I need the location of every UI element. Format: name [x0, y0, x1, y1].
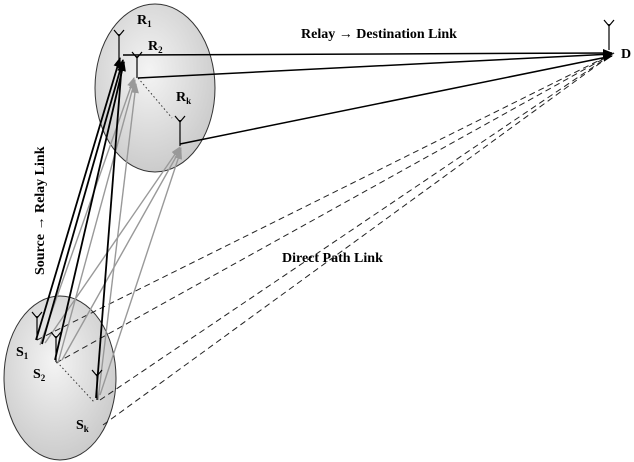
relay-label-r2: R2 — [148, 39, 163, 55]
black-source-links — [35, 57, 126, 399]
gray-link — [61, 147, 182, 361]
antenna-icon — [50, 331, 62, 362]
gray-link — [57, 79, 137, 364]
relay-label-rk: Rk — [176, 90, 191, 106]
antenna-icon — [31, 311, 43, 340]
antennas — [31, 19, 615, 400]
gray-links — [39, 77, 182, 401]
direct-link-s2 — [55, 52, 615, 364]
direct-path-links — [36, 52, 615, 426]
relay-dest-links — [122, 49, 613, 145]
black-link — [41, 59, 125, 345]
direct-link-sk — [102, 52, 615, 426]
direct-link-s1 — [36, 52, 615, 341]
gray-link — [44, 146, 181, 344]
source-label-sk: Sk — [76, 418, 89, 434]
black-link — [54, 61, 126, 361]
source-label-s1: S1 — [16, 345, 29, 361]
relay-cluster — [94, 3, 216, 173]
antenna-icon — [113, 29, 125, 62]
antenna-icon — [174, 115, 186, 146]
direct-path-link-label: Direct Path Link — [282, 251, 383, 266]
antenna-icon — [91, 369, 103, 400]
antenna-icon — [131, 51, 143, 78]
source-cluster — [3, 295, 117, 461]
relay-destination-link-label: Relay → Destination Link — [301, 27, 457, 42]
gray-link — [39, 77, 135, 346]
relay-link-rk — [179, 53, 613, 145]
source-dots — [56, 361, 96, 404]
relay-link-r1 — [122, 49, 613, 58]
direct-link-s2b — [99, 52, 615, 401]
relay-link-r2 — [137, 50, 613, 79]
source-label-s2: S2 — [33, 367, 46, 383]
source-relay-link-label: Source → Relay Link — [33, 146, 48, 275]
black-link — [95, 61, 126, 399]
relay-dots — [137, 77, 173, 119]
antenna-icon — [603, 19, 615, 50]
destination-label: D — [621, 47, 631, 62]
black-link — [35, 57, 122, 341]
gray-link — [97, 83, 139, 401]
gray-link — [99, 149, 182, 396]
relay-label-r1: R1 — [137, 13, 152, 29]
